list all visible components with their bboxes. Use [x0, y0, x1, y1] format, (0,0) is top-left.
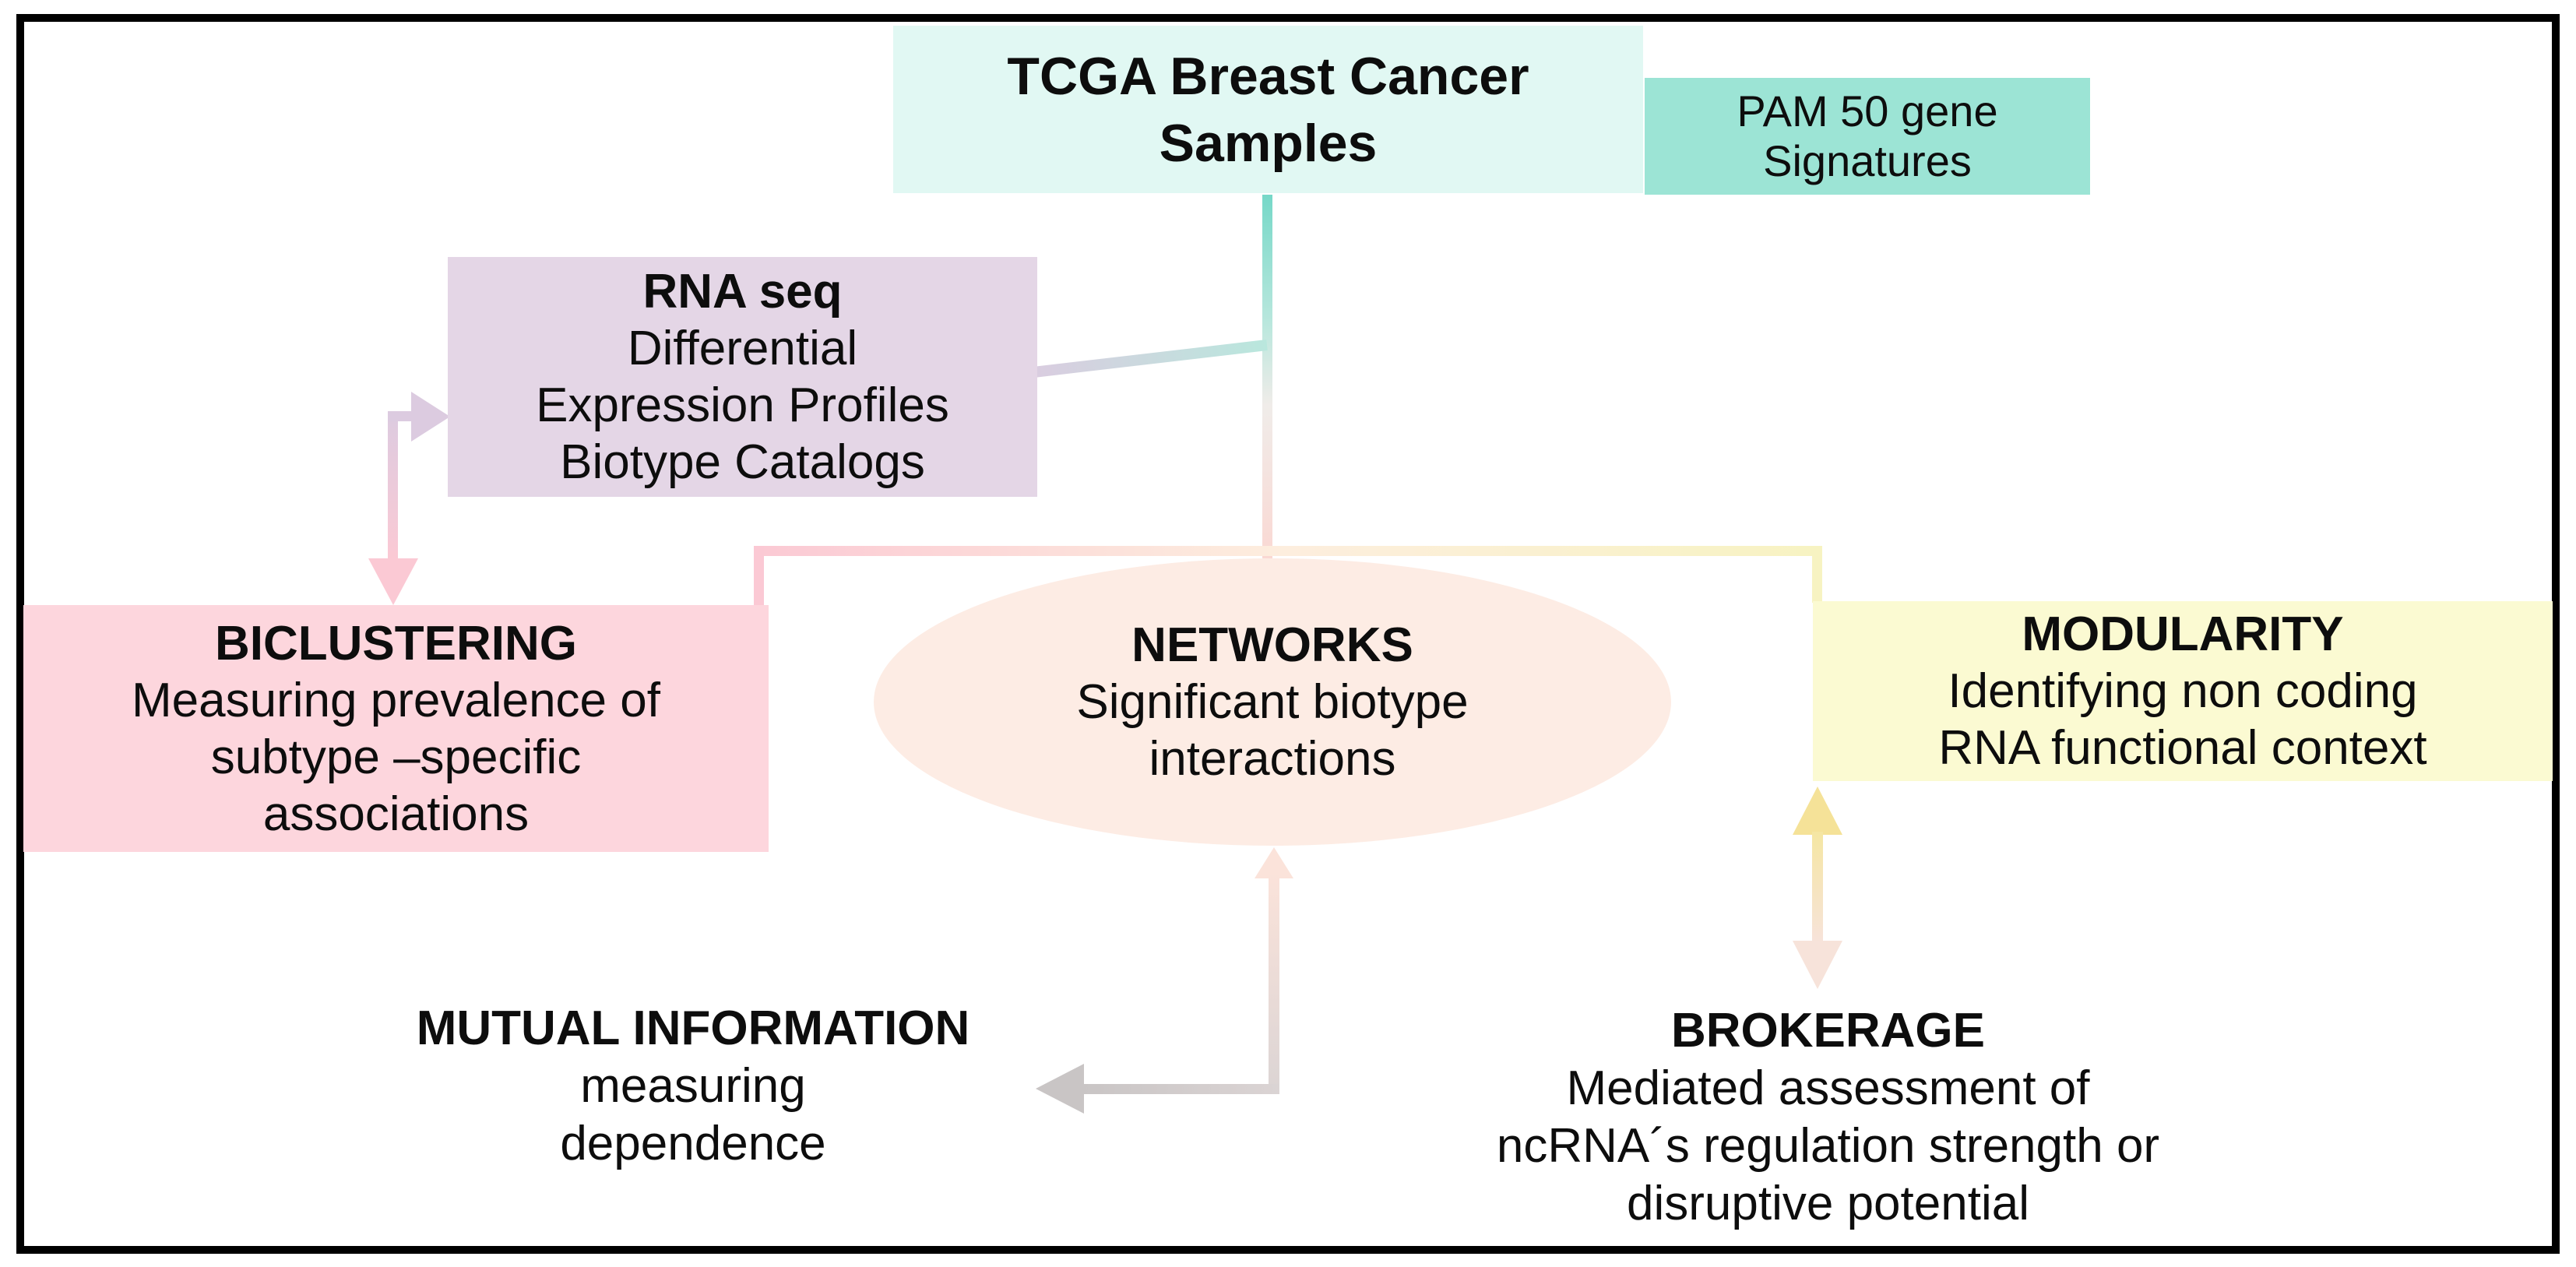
networks-line: Significant biotype: [1076, 675, 1469, 729]
node-modularity: MODULARITY Identifying non coding RNA fu…: [1813, 601, 2553, 781]
node-pam50-signatures: PAM 50 gene Signatures: [1645, 78, 2090, 195]
mutual-information-heading: MUTUAL INFORMATION: [416, 1001, 970, 1055]
arrowhead-into-mutual-information: [1036, 1064, 1084, 1114]
connector-biclustering-drop: [754, 546, 764, 607]
arrow-networks-mutual-vshaft: [1269, 875, 1279, 1094]
modularity-line: Identifying non coding: [1948, 664, 2418, 718]
rnaseq-line: Expression Profiles: [536, 378, 949, 432]
connector-tcga-down: [1262, 195, 1272, 558]
networks-line: interactions: [1149, 732, 1396, 786]
brokerage-line: disruptive potential: [1627, 1177, 2029, 1230]
arrow-rnaseq-biclustering-shaft: [388, 411, 398, 561]
node-mutual-information: MUTUAL INFORMATION measuring dependence: [335, 993, 1051, 1180]
tcga-title-line: Samples: [1159, 113, 1378, 173]
node-brokerage: BROKERAGE Mediated assessment of ncRNA´s…: [1394, 997, 2262, 1238]
connector-splitter: [754, 546, 1822, 556]
biclustering-line: subtype –specific: [210, 730, 582, 784]
rnaseq-line: Biotype Catalogs: [560, 435, 925, 489]
pam50-line: PAM 50 gene: [1737, 86, 1998, 135]
brokerage-line: ncRNA´s regulation strength or: [1496, 1119, 2160, 1173]
arrowhead-into-rnaseq: [411, 392, 450, 442]
node-biclustering: BICLUSTERING Measuring prevalence of sub…: [23, 605, 769, 852]
arrow-networks-mutual-hshaft: [1082, 1084, 1279, 1094]
rnaseq-heading: RNA seq: [642, 265, 843, 319]
brokerage-heading: BROKERAGE: [1670, 1004, 1986, 1058]
arrowhead-into-modularity: [1793, 787, 1842, 835]
brokerage-line: Mediated assessment of: [1566, 1061, 2090, 1115]
arrow-modularity-brokerage-shaft: [1812, 832, 1823, 941]
connector-rnaseq-branch: [1019, 340, 1268, 379]
arrowhead-into-networks: [1255, 847, 1293, 878]
rnaseq-line: Differential: [627, 322, 858, 375]
networks-heading: NETWORKS: [1131, 618, 1413, 672]
node-tcga-samples: TCGA Breast Cancer Samples: [893, 26, 1643, 193]
figure-border: [16, 14, 2560, 1254]
biclustering-line: associations: [262, 787, 530, 841]
arrowhead-into-biclustering: [368, 558, 418, 605]
connector-modularity-drop: [1812, 546, 1822, 603]
biclustering-heading: BICLUSTERING: [215, 616, 577, 670]
arrowhead-into-brokerage: [1793, 941, 1842, 989]
node-networks-ellipse: NETWORKS Significant biotype interaction…: [874, 558, 1671, 846]
pam50-line: Signatures: [1763, 136, 1972, 185]
mutual-information-line: measuring: [580, 1059, 806, 1113]
mutual-information-line: dependence: [560, 1117, 826, 1170]
tcga-title-line: TCGA Breast Cancer: [1007, 46, 1529, 106]
modularity-heading: MODULARITY: [2022, 607, 2344, 661]
node-rnaseq: RNA seq Differential Expression Profiles…: [448, 257, 1037, 497]
biclustering-line: Measuring prevalence of: [132, 673, 660, 727]
modularity-line: RNA functional context: [1938, 721, 2427, 775]
